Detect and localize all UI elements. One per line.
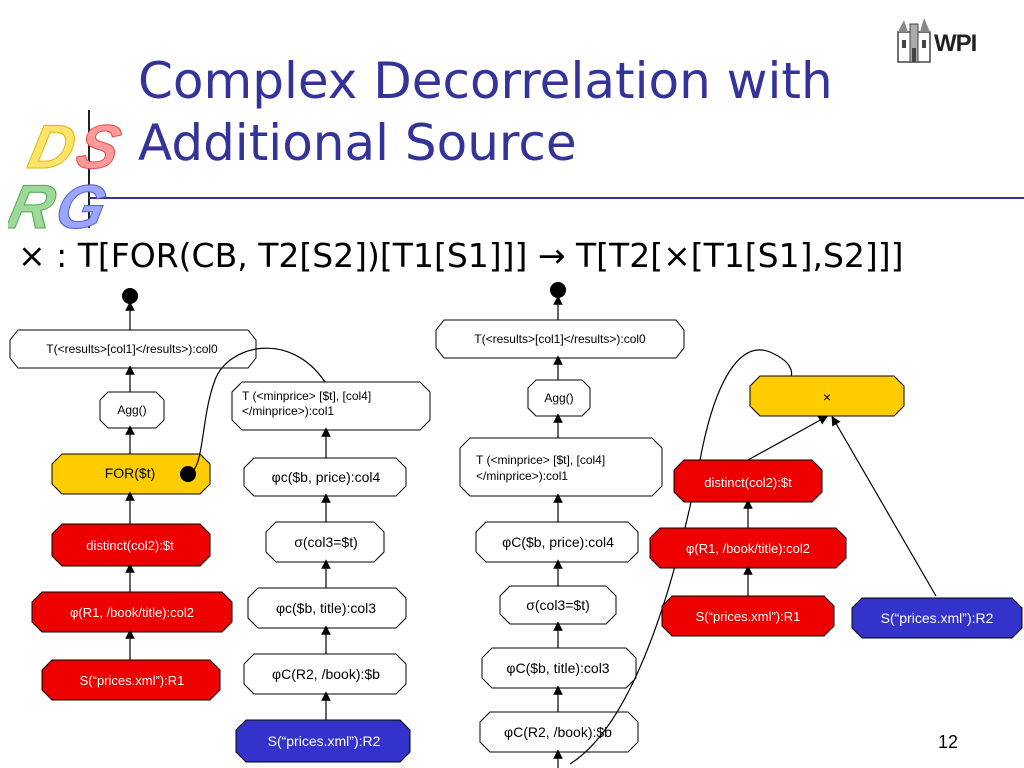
left-sub-select-label: σ(col3=$t) bbox=[294, 534, 358, 550]
left-sub-tagger bbox=[231, 381, 431, 431]
right-node-agg bbox=[527, 379, 591, 417]
left-node-distinct bbox=[51, 523, 211, 567]
right-sub-navigate bbox=[649, 527, 847, 569]
title-line-2: Additional Source bbox=[138, 114, 577, 172]
svg-text:D: D bbox=[23, 113, 82, 182]
right-sub-distinct-label: distinct(col2):$t bbox=[704, 475, 792, 490]
left-node-navigate bbox=[31, 591, 233, 633]
left-node-for bbox=[51, 453, 211, 495]
left-node-source-label: S(“prices.xml”):R1 bbox=[80, 673, 185, 688]
left-correlation-curve bbox=[187, 347, 326, 475]
right-node-book bbox=[479, 711, 639, 753]
right-node-select-label: σ(col3=$t) bbox=[526, 597, 590, 613]
title-line-1: Complex Decorrelation with bbox=[138, 52, 833, 110]
left-sub-source bbox=[235, 719, 411, 763]
rewrite-rule: × : T[FOR(CB, T2[S2])[T1[S1]]] → T[T2[×[… bbox=[18, 236, 904, 275]
right-node-price-label: φC($b, price):col4 bbox=[502, 534, 614, 550]
right-node-tagger-line1: T (<minprice> [$t], [col4] bbox=[476, 453, 605, 467]
right-sub-cross-label: × bbox=[823, 389, 831, 405]
right-sub-navigate-label: φ(R1, /book/title):col2 bbox=[686, 541, 810, 556]
right-sub-source-r1-label: S(“prices.xml”):R1 bbox=[696, 609, 801, 624]
wpi-text: WPI bbox=[934, 30, 977, 57]
right-sub-cross bbox=[749, 375, 905, 417]
left-sub-price bbox=[243, 457, 407, 497]
left-sub-book-label: φC(R2, /book):$b bbox=[272, 666, 380, 682]
left-sub-price-label: φc($b, price):col4 bbox=[272, 469, 381, 485]
right-sub-source-r2-label: S(“prices.xml”):R2 bbox=[881, 610, 994, 626]
right-sub-source-r2 bbox=[851, 597, 1023, 639]
left-sub-source-label: S(“prices.xml”):R2 bbox=[268, 733, 381, 749]
right-node-title bbox=[481, 647, 637, 689]
left-node-for-label: FOR($t) bbox=[105, 465, 156, 481]
right-node-tagger bbox=[459, 437, 663, 497]
slide-title: Complex Decorrelation with Additional So… bbox=[138, 50, 898, 174]
left-sub-title-label: φc($b, title):col3 bbox=[276, 600, 376, 616]
left-node-distinct-label: distinct(col2):$t bbox=[86, 538, 174, 553]
left-sub-tagger-line2: </minprice>):col1 bbox=[242, 404, 334, 418]
left-sub-tagger-line1: T (<minprice> [$t], [col4] bbox=[242, 389, 371, 403]
left-sub-title bbox=[247, 587, 407, 629]
right-node-price bbox=[475, 521, 639, 563]
right-node-tagger-line2: </minprice>):col1 bbox=[476, 469, 568, 483]
left-root-dot bbox=[122, 288, 138, 304]
right-node-book-label: φC(R2, /book):$b bbox=[504, 724, 612, 740]
right-sub-source-r1 bbox=[661, 595, 835, 637]
left-node-output bbox=[9, 329, 257, 369]
left-node-output-label: T(<results>[col1]</results>):col0 bbox=[46, 342, 218, 356]
right-node-output bbox=[435, 319, 685, 359]
right-node-title-label: φC($b, title):col3 bbox=[506, 660, 609, 676]
wpi-building-icon bbox=[897, 18, 931, 63]
page-number: 12 bbox=[938, 732, 959, 752]
wpi-logo: WPI bbox=[894, 14, 1006, 64]
right-node-agg-label: Agg() bbox=[544, 391, 573, 405]
left-node-agg bbox=[99, 391, 165, 429]
right-node-select bbox=[499, 585, 617, 625]
right-node-output-label: T(<results>[col1]</results>):col0 bbox=[474, 332, 646, 346]
left-node-navigate-label: φ(R1, /book/title):col2 bbox=[70, 605, 194, 620]
left-node-agg-label: Agg() bbox=[117, 403, 146, 417]
left-sub-book bbox=[243, 653, 407, 695]
dsrg-logo: D S R G bbox=[1, 110, 138, 242]
left-sub-select bbox=[265, 521, 385, 563]
right-sub-distinct bbox=[673, 459, 823, 503]
left-node-source bbox=[41, 659, 221, 701]
title-rule bbox=[88, 197, 1024, 199]
right-root-dot bbox=[550, 282, 566, 298]
right-correlation-curve bbox=[569, 349, 793, 765]
title-vertical-rule bbox=[88, 110, 90, 228]
